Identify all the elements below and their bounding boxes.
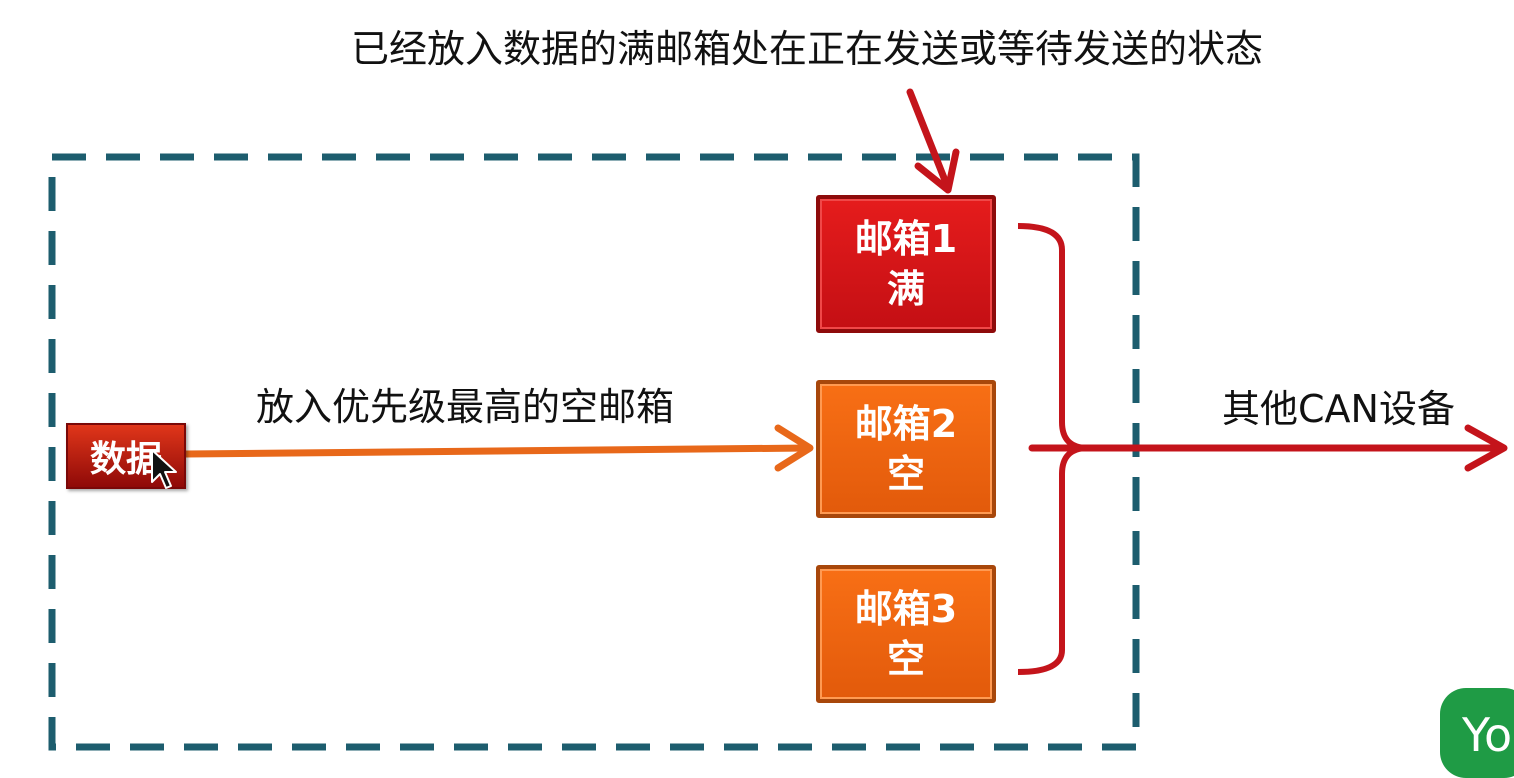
mailbox-3-name: 邮箱3 [854,587,958,631]
mailbox-2-status: 空 [886,452,925,496]
badge-text: Yo [1462,708,1513,762]
mailbox-3-status: 空 [886,637,925,681]
mailbox-3: 邮箱3 空 [816,565,996,703]
put-data-caption: 放入优先级最高的空邮箱 [256,385,675,429]
output-arrow [1028,424,1508,472]
mailbox-1-status: 满 [886,267,925,311]
mailbox-2-name: 邮箱2 [854,402,958,446]
controller-frame [48,153,1140,751]
mailbox-1-name: 邮箱1 [854,217,958,261]
corner-badge: Yo [1440,688,1514,778]
full-mailbox-pointer-arrow [906,88,960,194]
mailbox-2: 邮箱2 空 [816,380,996,518]
mailbox-1: 邮箱1 满 [816,195,996,333]
full-mailbox-caption: 已经放入数据的满邮箱处在正在发送或等待发送的状态 [350,27,1263,71]
data-to-mailbox-arrow [182,424,814,472]
other-can-devices-caption: 其他CAN设备 [1222,387,1455,431]
mouse-pointer-icon [151,449,177,489]
